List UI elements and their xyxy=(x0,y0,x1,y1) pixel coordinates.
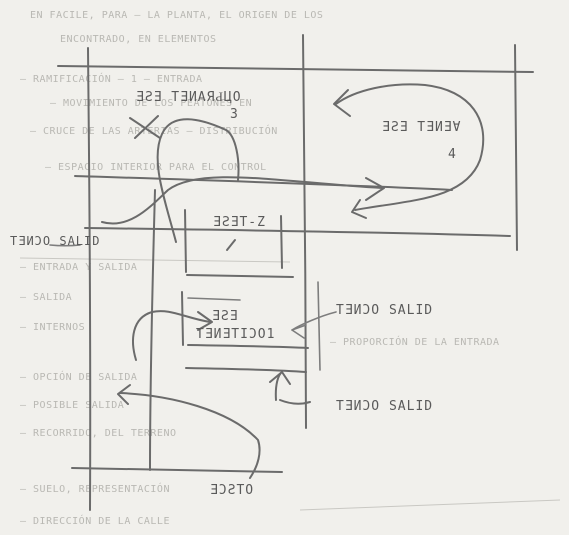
bleed-line: — INTERNOS xyxy=(20,322,85,333)
circulation-arrows xyxy=(50,84,483,478)
bleed-line: — SUELO, REPRESENTACIÓN xyxy=(20,482,170,495)
lower-block-top xyxy=(188,298,240,300)
street-line-left-outer xyxy=(88,48,90,510)
label-lower-right: TƎИƆO SALID xyxy=(336,399,433,414)
label-top-left-number: 3 xyxy=(230,107,239,122)
street-line-middle-lower xyxy=(85,228,510,236)
label-center: ƎƧƎT-Z xyxy=(213,215,266,230)
label-top-right-number: 4 xyxy=(448,147,457,162)
arrow-head xyxy=(292,325,306,338)
arrow-head xyxy=(334,90,350,116)
bleed-through-text: EN FACILE, PARA — LA PLANTA, EL ORIGEN D… xyxy=(20,10,560,527)
label-mid-right: TƎИƆO SALID xyxy=(336,303,433,318)
lower-block-bottom xyxy=(188,345,308,348)
bleed-line: — RAMIFICACIÓN — 1 — ENTRADA xyxy=(20,72,203,85)
bleed-rule xyxy=(300,500,560,510)
bleed-line: — OPCIÓN DE SALIDA xyxy=(20,370,137,383)
bleed-line: — PROPORCIÓN DE LA ENTRADA xyxy=(330,335,500,348)
lower-block-line xyxy=(186,368,306,372)
label-lower-center-1: ƎƧƎ xyxy=(212,309,238,324)
label-bottom: ƎƆƧTO xyxy=(210,483,254,498)
bleed-line: — DIRECCIÓN DE LA CALLE xyxy=(20,514,170,527)
bleed-line: — SALIDA xyxy=(20,292,72,303)
bleed-line: ENCONTRADO, EN ELEMENTOS xyxy=(60,34,217,45)
label-left-edge: TƎИƆO SALID xyxy=(10,234,100,248)
label-top-right: ƎƧƎ TƎИƎⱯ xyxy=(382,120,461,135)
block-line-left xyxy=(185,210,186,272)
bleed-line: EN FACILE, PARA — LA PLANTA, EL ORIGEN D… xyxy=(30,10,323,21)
lower-block-left xyxy=(182,292,183,345)
street-line-bottom xyxy=(72,468,282,472)
arrow-head xyxy=(270,372,290,384)
street-line-top xyxy=(58,66,533,72)
bleed-line: — ESPACIO INTERIOR PARA EL CONTROL xyxy=(45,162,267,173)
street-line-far-right xyxy=(515,45,517,250)
arrow-head xyxy=(366,178,384,200)
loop-arrow-right xyxy=(336,84,483,210)
bleed-line: — POSIBLE SALIDA xyxy=(20,400,124,411)
label-top-left: ƎƧƎ TƎИAЯԀЦO xyxy=(136,90,242,105)
block-line-right xyxy=(281,216,282,268)
bleed-line: — RECORRIDO, DEL TERRENO xyxy=(20,428,177,439)
bleed-line: — ENTRADA Y SALIDA xyxy=(20,262,137,273)
block-line-bottom xyxy=(187,275,293,277)
tick-mark xyxy=(227,240,235,250)
street-line-inner-right xyxy=(318,282,320,370)
label-lower-center-2: TƎИƎTIƆO1 xyxy=(196,327,275,342)
